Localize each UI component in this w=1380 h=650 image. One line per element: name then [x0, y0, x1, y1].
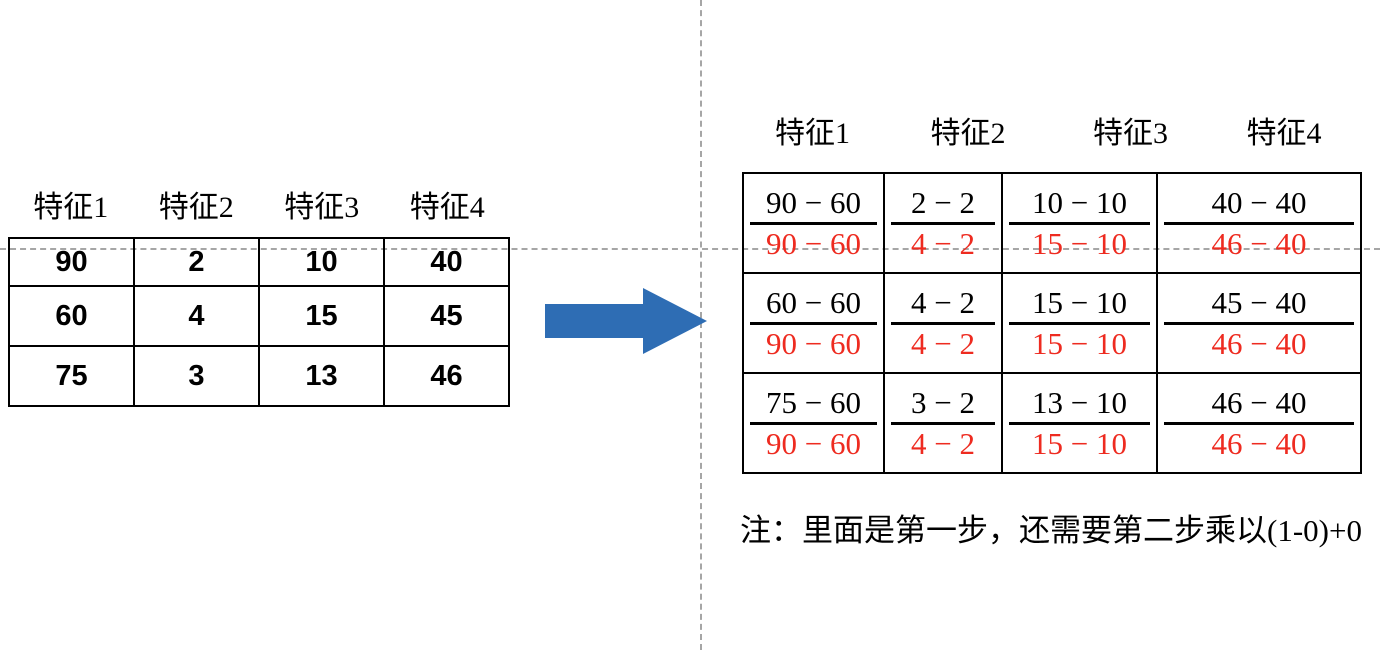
horizontal-dashed-guide — [0, 248, 1380, 250]
table-row: 75 3 13 46 — [8, 345, 510, 407]
right-header-feature-2: 特征2 — [930, 117, 1006, 150]
fraction-denominator: 90 − 60 — [766, 426, 861, 461]
fraction-denominator: 46 − 40 — [1211, 326, 1307, 361]
fraction-denominator: 15 − 10 — [1032, 426, 1127, 461]
fraction-denominator: 15 − 10 — [1032, 326, 1127, 361]
fraction-numerator: 40 − 40 — [1164, 185, 1354, 225]
left-header-feature-3: 特征3 — [284, 191, 360, 224]
fraction-numerator: 45 − 40 — [1164, 285, 1354, 325]
left-cell-r3c4: 46 — [383, 345, 510, 407]
fraction-numerator: 75 − 60 — [750, 385, 877, 425]
right-header-feature-3: 特征3 — [1093, 117, 1168, 150]
fraction-denominator: 46 − 40 — [1211, 426, 1307, 461]
left-cell-r2c2: 4 — [133, 285, 260, 347]
fraction-denominator: 15 − 10 — [1032, 226, 1127, 261]
left-cell-r2c3: 15 — [258, 285, 385, 347]
left-header-feature-4: 特征4 — [409, 191, 485, 224]
fraction-denominator: 90 − 60 — [766, 226, 861, 261]
right-table-header-row: 特征1 特征2 特征3 特征4 — [742, 108, 1360, 152]
vertical-dashed-guide — [700, 0, 702, 650]
fraction-numerator: 13 − 10 — [1009, 385, 1150, 425]
fraction-denominator: 4 − 2 — [911, 326, 975, 361]
table-row: 90 2 10 40 — [8, 237, 510, 287]
fraction-denominator: 4 − 2 — [911, 426, 975, 461]
left-cell-r1c2: 2 — [133, 237, 260, 287]
left-header-feature-1: 特征1 — [33, 191, 109, 224]
left-cell-r1c1: 90 — [8, 237, 135, 287]
left-cell-r1c3: 10 — [258, 237, 385, 287]
table-row: 60 4 15 45 — [8, 285, 510, 347]
note-text: 注：里面是第一步，还需要第二步乘以(1-0)+0 — [740, 513, 1362, 548]
fraction-numerator: 2 − 2 — [891, 185, 995, 225]
fraction-numerator: 46 − 40 — [1164, 385, 1354, 425]
left-cell-r3c1: 75 — [8, 345, 135, 407]
left-header-feature-2: 特征2 — [158, 191, 234, 224]
fraction-denominator: 90 − 60 — [766, 326, 861, 361]
fraction-numerator: 10 − 10 — [1009, 185, 1150, 225]
left-cell-r3c2: 3 — [133, 345, 260, 407]
left-cell-r2c1: 60 — [8, 285, 135, 347]
fraction-denominator: 4 − 2 — [911, 226, 975, 261]
left-cell-r2c4: 45 — [383, 285, 510, 347]
fraction-numerator: 90 − 60 — [750, 185, 877, 225]
source-data-table: 90 2 10 40 60 4 15 45 75 3 13 46 — [8, 237, 510, 407]
fraction-numerator: 3 − 2 — [891, 385, 995, 425]
fraction-numerator: 4 − 2 — [891, 285, 995, 325]
right-header-feature-4: 特征4 — [1246, 117, 1322, 150]
right-header-feature-1: 特征1 — [775, 117, 850, 150]
fraction-numerator: 60 − 60 — [750, 285, 877, 325]
right-arrow-icon — [545, 288, 707, 354]
fraction-numerator: 15 − 10 — [1009, 285, 1150, 325]
left-cell-r1c4: 40 — [383, 237, 510, 287]
left-table-header-row: 特征1 特征2 特征3 特征4 — [8, 182, 510, 226]
fraction-denominator: 46 − 40 — [1211, 226, 1307, 261]
left-cell-r3c3: 13 — [258, 345, 385, 407]
